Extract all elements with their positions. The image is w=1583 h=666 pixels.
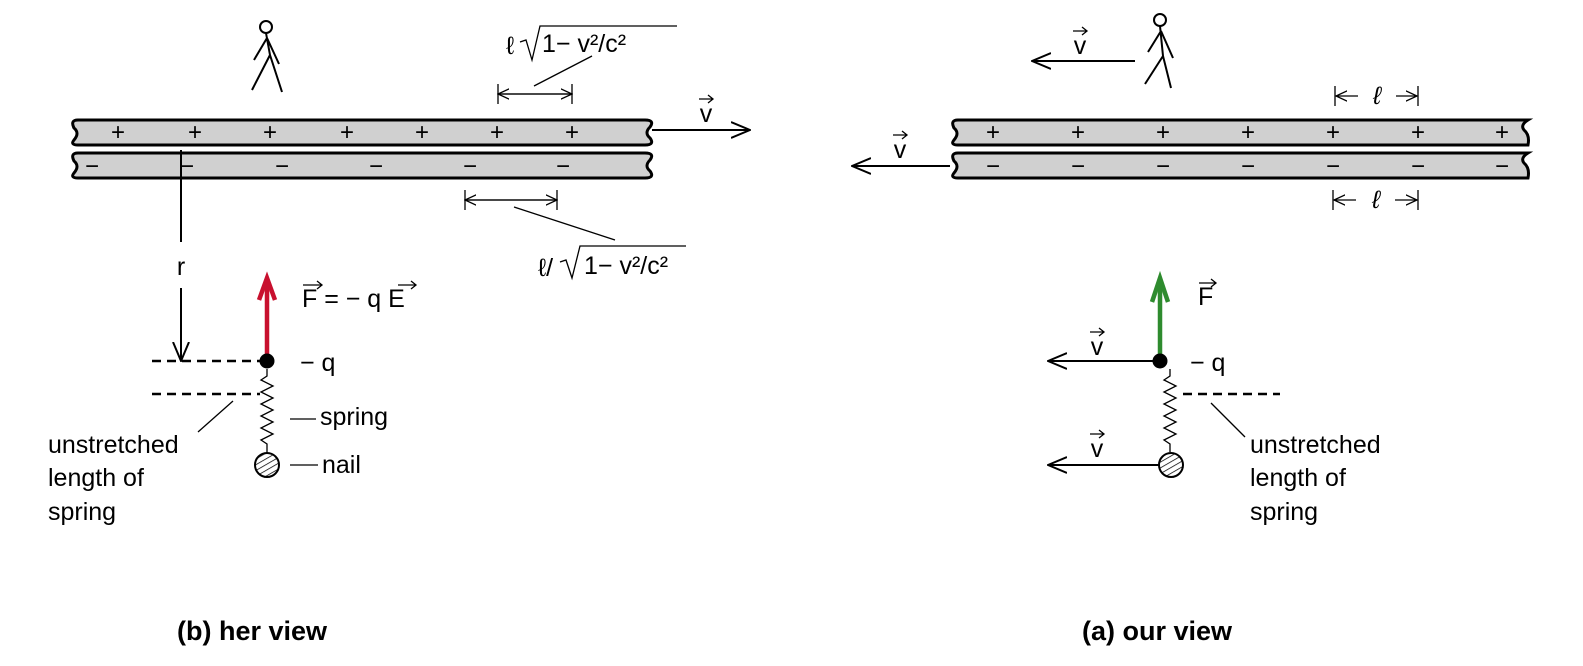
plus-charge: +	[986, 119, 1000, 146]
expanded-spacing-ell: ℓ/	[538, 254, 553, 282]
velocity-label: v	[700, 100, 713, 128]
unstretched-label-line2: length of	[48, 464, 144, 492]
plus-charge: +	[1326, 119, 1340, 146]
minus-charge: −	[1495, 153, 1509, 180]
plus-charge: +	[340, 119, 354, 146]
contracted-spacing-ell: ℓ	[506, 32, 515, 60]
her-view-panel: + + + + + + + − − − − − − v ℓ	[48, 20, 750, 646]
force-arrow	[256, 271, 278, 361]
unstretched-label-line1: unstretched	[48, 431, 179, 459]
expanded-spacing-dimension: ℓ/ 1− v²/c²	[465, 190, 686, 282]
plus-charge: +	[111, 119, 125, 146]
minus-charge: −	[180, 153, 194, 180]
minus-charge: −	[463, 153, 477, 180]
unstretched-label-line3: spring	[48, 498, 116, 526]
plus-charge: +	[1495, 119, 1509, 146]
plus-charge: +	[1156, 119, 1170, 146]
minus-charge: −	[556, 153, 570, 180]
spring-label: spring	[320, 403, 388, 431]
negative-spacing-dimension: ℓ	[1332, 186, 1419, 214]
minus-charge: −	[85, 153, 99, 180]
test-charge	[259, 353, 275, 369]
unstretched-label-line2: length of	[1250, 464, 1346, 492]
negative-charges: − − − − − − −	[986, 153, 1509, 180]
force-arrow	[1149, 270, 1171, 361]
positive-wire	[951, 118, 1534, 147]
plus-charge: +	[1071, 119, 1085, 146]
negative-charges: − − − − − −	[85, 153, 570, 180]
minus-charge: −	[1326, 153, 1340, 180]
plus-charge: +	[490, 119, 504, 146]
expanded-spacing-radicand: 1− v²/c²	[584, 252, 668, 280]
wire-velocity-label: v	[894, 136, 907, 164]
test-charge	[1152, 353, 1168, 369]
plus-charge: +	[565, 119, 579, 146]
minus-charge: −	[1071, 153, 1085, 180]
charge-velocity-label: v	[1091, 333, 1104, 361]
positive-charges: + + + + + + +	[986, 119, 1509, 146]
positive-charges: + + + + + + +	[111, 119, 579, 146]
distance-label: r	[177, 253, 185, 281]
nail-label: nail	[322, 451, 361, 479]
her-view-caption: (b) her view	[177, 616, 328, 646]
observer-velocity-label: v	[1074, 32, 1087, 60]
plus-charge: +	[263, 119, 277, 146]
unstretched-label-line3: spring	[1250, 498, 1318, 526]
our-view-panel: v ℓ + + + + + + + − − − − − − −	[852, 13, 1534, 646]
nail-icon	[254, 452, 280, 478]
nail-velocity-label: v	[1091, 435, 1104, 463]
force-equation-label: F = − q E	[302, 285, 405, 313]
plus-charge: +	[415, 119, 429, 146]
contracted-spacing-dimension: ℓ 1− v²/c²	[498, 25, 677, 104]
spacing-label: ℓ	[1371, 186, 1381, 214]
unstretched-label-line1: unstretched	[1250, 431, 1381, 459]
minus-charge: −	[1156, 153, 1170, 180]
minus-charge: −	[1241, 153, 1255, 180]
minus-charge: −	[369, 153, 383, 180]
minus-charge: −	[1411, 153, 1425, 180]
minus-charge: −	[986, 153, 1000, 180]
charge-label: − q	[300, 349, 335, 377]
spring-icon	[259, 369, 275, 453]
negative-wire	[951, 151, 1534, 180]
contracted-spacing-radicand: 1− v²/c²	[542, 30, 626, 58]
plus-charge: +	[1241, 119, 1255, 146]
spacing-label: ℓ	[1372, 82, 1382, 110]
positive-wire	[71, 118, 654, 147]
observer-figure-icon	[251, 20, 283, 93]
charge-label: − q	[1190, 349, 1225, 377]
positive-spacing-dimension: ℓ	[1334, 82, 1419, 110]
plus-charge: +	[188, 119, 202, 146]
our-view-caption: (a) our view	[1082, 616, 1233, 646]
negative-wire	[71, 151, 654, 180]
spring-icon	[1162, 369, 1178, 452]
force-label: F	[1198, 283, 1213, 311]
plus-charge: +	[1411, 119, 1425, 146]
nail-icon	[1158, 452, 1184, 478]
minus-charge: −	[275, 153, 289, 180]
observer-figure-icon	[1144, 13, 1174, 89]
